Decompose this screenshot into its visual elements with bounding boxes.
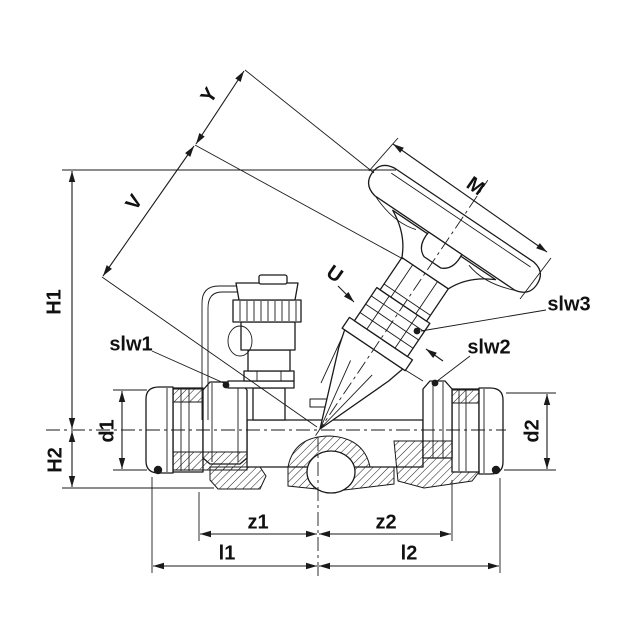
knurl-ribs [239,301,297,321]
dim-label-l2: l2 [401,542,418,564]
dim-label-h1: H1 [43,289,65,315]
handwheel-grip-right [468,265,515,291]
dim-label-l1: l1 [219,542,236,564]
measuring-valve-boss [252,387,286,421]
dim-label-m: M [462,173,488,201]
o-ring-left [153,465,163,475]
dim-label-z2: z2 [375,511,396,533]
dim-arrow-u2 [425,348,444,362]
knurled-cap [232,299,302,323]
dim-label-v: V [122,190,148,214]
measuring-valve-cap-body [240,321,296,351]
cap-top-tab [258,274,288,285]
dim-label-slw1: slw1 [109,333,152,355]
dim-label-y: Y [197,83,223,107]
valve-seat-dome [306,450,356,494]
dim-line-m [392,143,548,253]
dim-label-d1: d1 [96,419,118,442]
right-press-bead [478,387,504,475]
valve-body [145,330,504,494]
measuring-valve-neck [247,349,291,372]
dimension-labels: Y V M U H1 H2 d1 d2 slw1 slw2 slw3 z1 z2… [43,83,590,564]
o-ring-right [491,465,501,475]
leader-dot-slw3 [413,327,421,335]
dim-label-u: U [322,261,346,287]
dim-line-v [102,145,195,277]
dim-label-h2: H2 [44,447,66,473]
leader-dot-slw1 [222,381,230,389]
measuring-valve [201,274,302,421]
dim-label-z1: z1 [247,511,268,533]
dimension-lines [62,69,556,573]
cap-top-plate [235,282,299,301]
measuring-valve-flange [227,380,295,389]
leader-dot-slw2 [431,379,439,387]
dim-arrow-u1 [337,285,355,303]
leader-slw2 [435,355,471,383]
dim-label-slw3: slw3 [547,293,590,315]
clip-loop [227,325,253,357]
section-hatching [172,388,481,494]
dim-label-slw2: slw2 [467,336,510,358]
measuring-valve-hex [243,370,295,382]
leader-slw3 [420,309,547,332]
dim-line-y [195,70,245,145]
dim-label-d2: d2 [521,419,543,442]
leader-slw1 [151,350,227,385]
retaining-clip [201,285,259,420]
